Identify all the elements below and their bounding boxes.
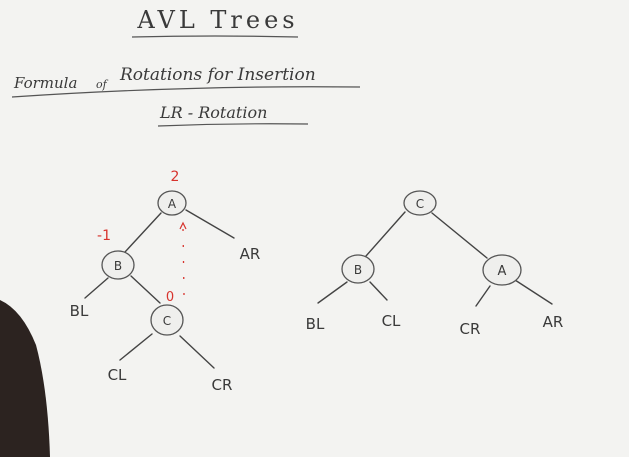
- leaf-ar: AR: [240, 245, 261, 263]
- leaf-cl-after: CL: [382, 312, 401, 330]
- node-c: C: [150, 304, 184, 336]
- edge-b-cl-after: [369, 281, 388, 301]
- title-underline: [131, 35, 299, 38]
- subtitle-underline: [11, 86, 361, 98]
- node-a-label: A: [168, 197, 177, 211]
- leaf-bl: BL: [70, 302, 89, 320]
- node-b-label: B: [114, 259, 122, 273]
- leaf-ar-after: AR: [543, 313, 564, 331]
- node-c-root: C: [403, 190, 437, 216]
- balance-factor-a: 2: [171, 169, 180, 185]
- node-b: B: [101, 250, 135, 280]
- subtitle-of: of: [96, 78, 109, 91]
- node-c-label: C: [163, 314, 171, 328]
- node-b-after-label: B: [354, 263, 362, 277]
- subtitle-rest: Rotations for Insertion: [119, 65, 316, 85]
- page-title: AVL Trees: [136, 6, 298, 34]
- balance-factor-b: -1: [97, 228, 111, 244]
- edge-a-cr-after: [475, 285, 491, 307]
- edge-a-ar: [185, 209, 235, 239]
- edge-c-cl: [119, 333, 153, 361]
- leaf-cr: CR: [212, 376, 233, 394]
- edge-b-bl: [84, 277, 109, 299]
- node-c-root-label: C: [416, 197, 424, 211]
- edge-c-a: [431, 212, 488, 259]
- after-tree: C B A BL CL CR AR: [306, 190, 564, 338]
- node-a-after: A: [482, 254, 522, 286]
- edge-a-b: [124, 212, 162, 253]
- edge-c-cr: [179, 335, 215, 369]
- leaf-bl-after: BL: [306, 315, 325, 333]
- rotation-underline: [157, 123, 309, 127]
- edge-b-bl-after: [317, 281, 348, 304]
- balance-factor-c: 0: [166, 290, 174, 305]
- leaf-cr-after: CR: [460, 320, 481, 338]
- edge-c-b: [365, 211, 406, 257]
- rotation-name: LR - Rotation: [159, 103, 267, 122]
- insertion-path-marker: [182, 227, 185, 296]
- node-a: A: [157, 190, 187, 216]
- edge-b-c: [130, 275, 161, 304]
- node-b-after: B: [341, 254, 375, 284]
- node-a-after-label: A: [498, 264, 507, 279]
- subtitle-prefix: Formula: [13, 74, 77, 92]
- leaf-cl: CL: [108, 366, 127, 384]
- edge-a-ar-after: [514, 279, 553, 305]
- before-tree: A B C 2 -1 0 AR BL CL CR: [70, 169, 261, 394]
- presenter-silhouette: [0, 300, 50, 457]
- insertion-path-arrowhead: [179, 221, 187, 230]
